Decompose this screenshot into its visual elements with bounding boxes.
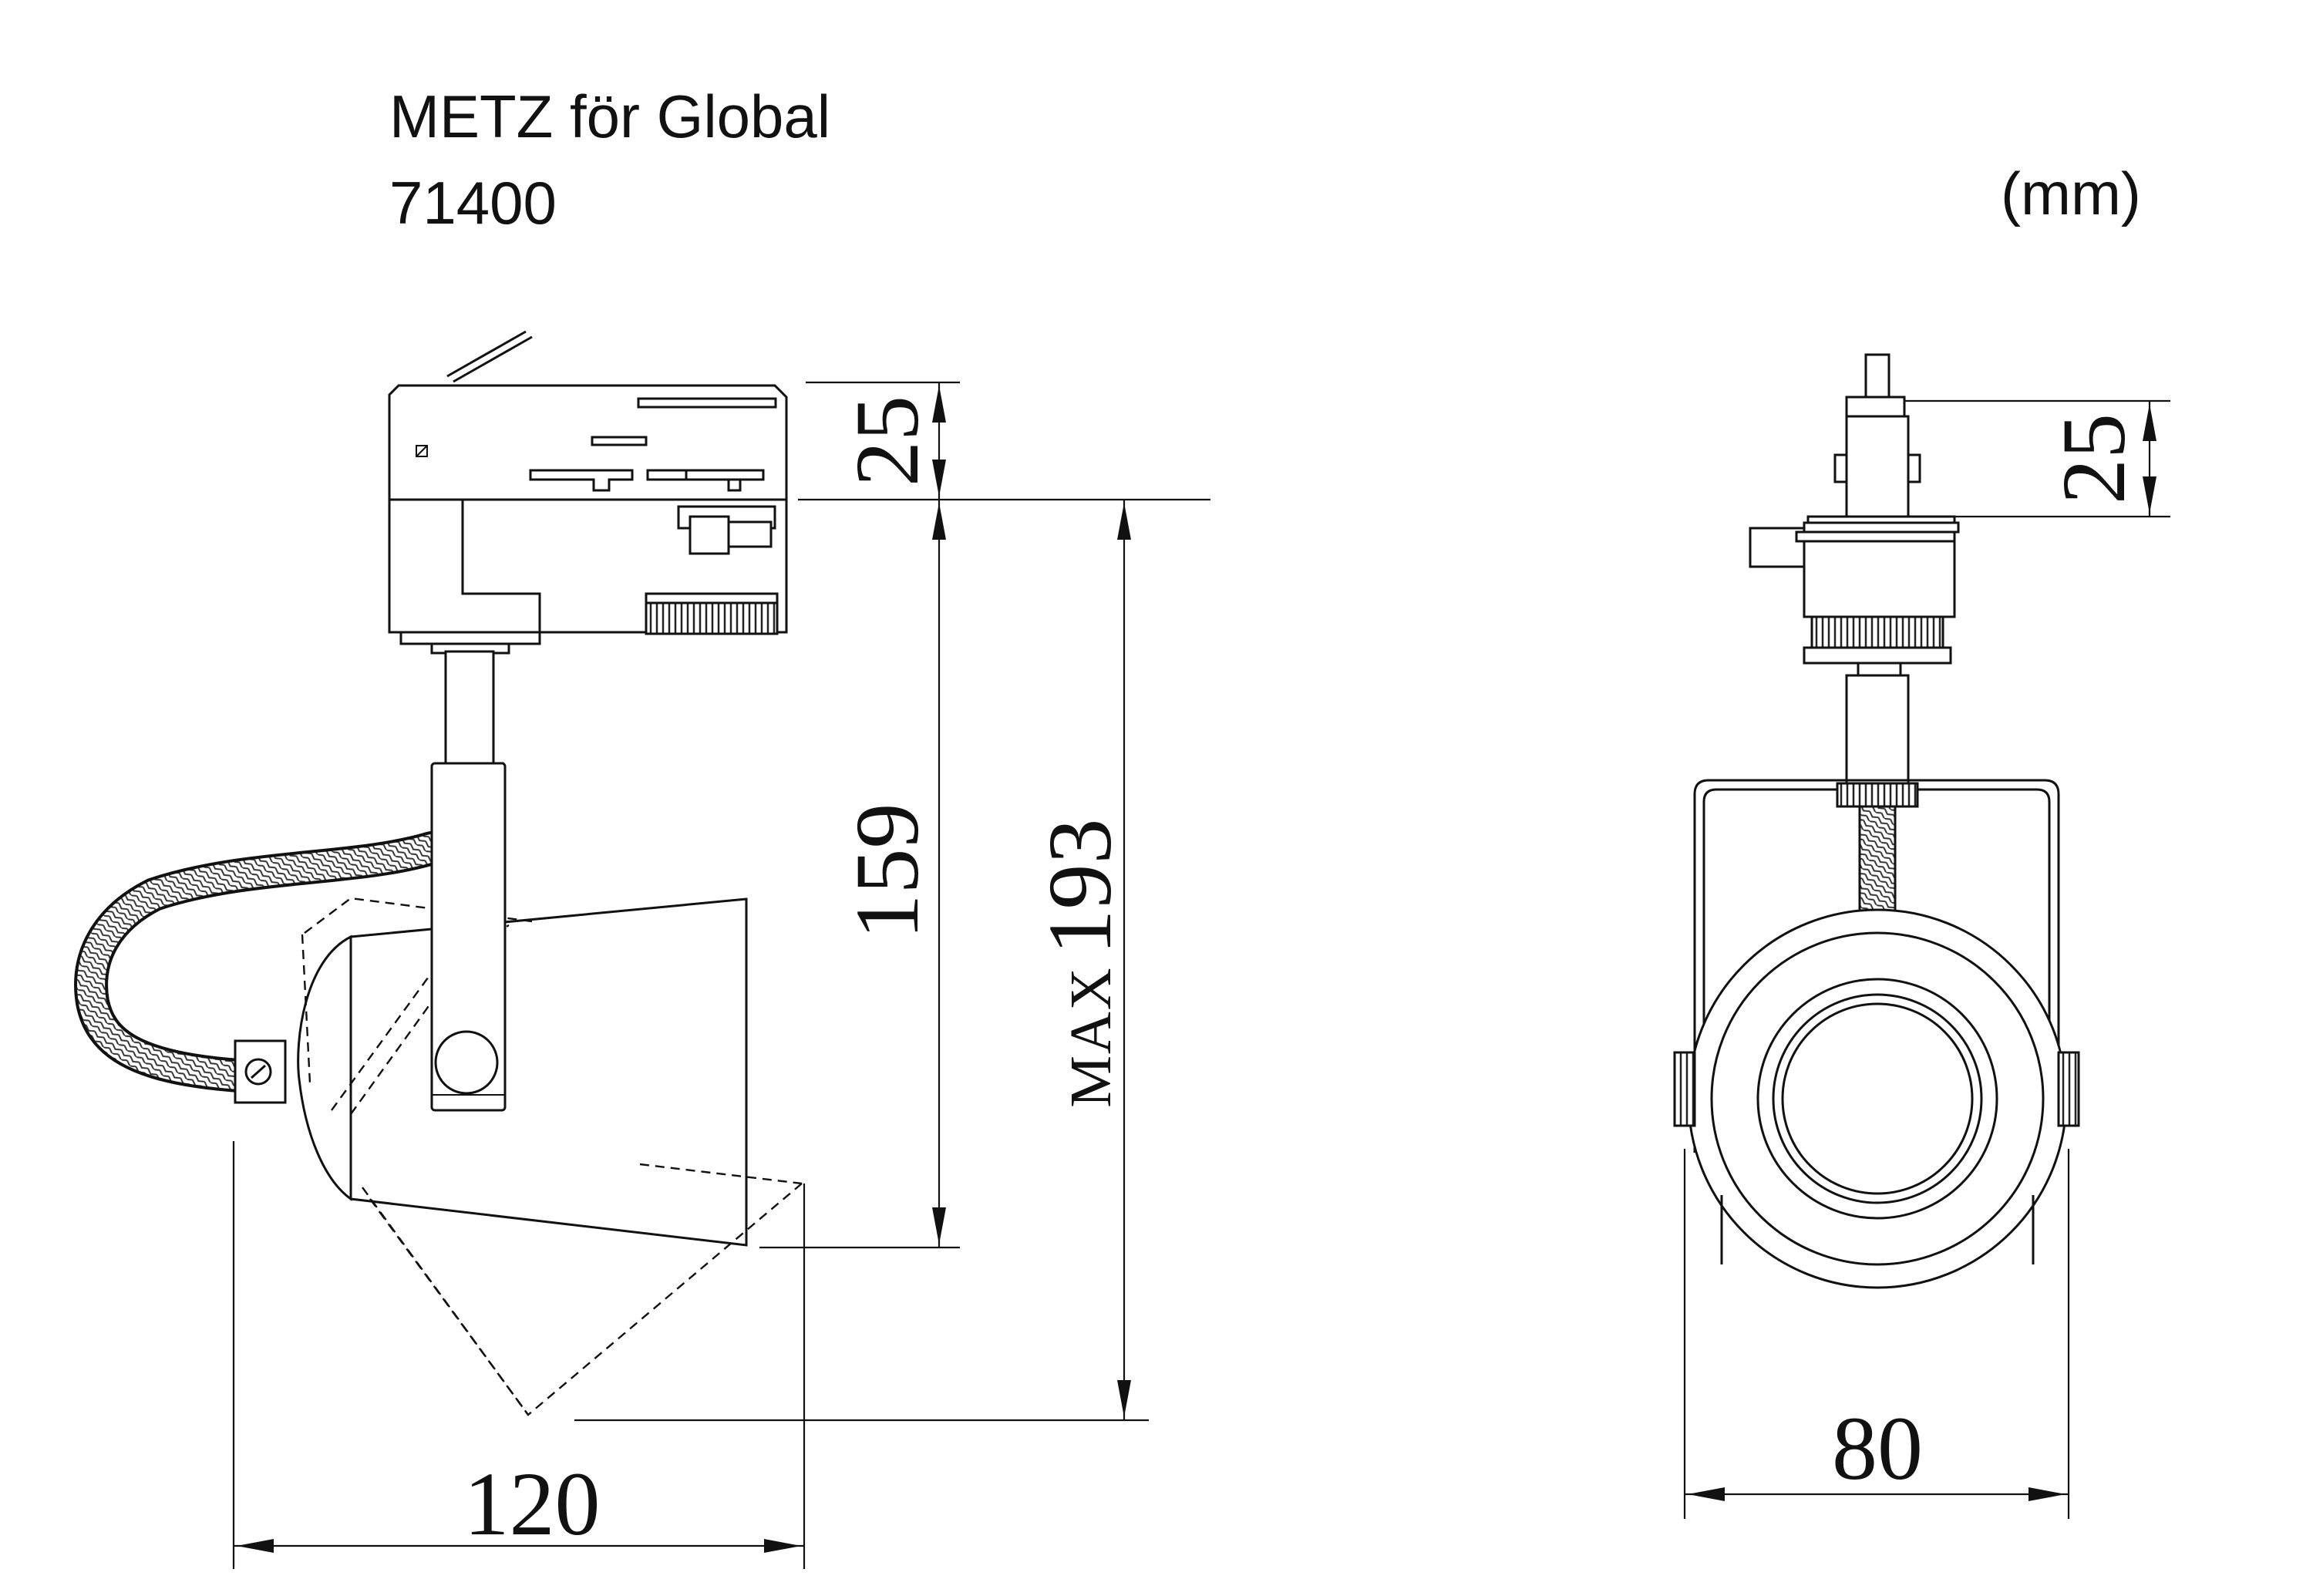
lamp-head bbox=[297, 897, 803, 1416]
dim-body-height bbox=[759, 500, 960, 1249]
left-knob-icon bbox=[1673, 1051, 1696, 1127]
tilt-knob-icon bbox=[434, 1030, 499, 1095]
dim-max-label: MAX bbox=[1059, 966, 1123, 1107]
dim-adapter-height bbox=[798, 381, 1210, 501]
unit-label: (mm) bbox=[2001, 160, 2141, 227]
dim-depth bbox=[232, 1141, 806, 1569]
drawing-title-block: METZ för Global 71400 bbox=[389, 73, 830, 246]
dim-body-height-label: 159 bbox=[837, 803, 938, 940]
front-view: 25 80 bbox=[1673, 353, 2170, 1519]
front-lamp-head bbox=[1687, 908, 2068, 1289]
product-line-title: METZ för Global bbox=[389, 82, 831, 150]
model-number: 71400 bbox=[389, 169, 557, 237]
front-cable bbox=[1836, 782, 1919, 924]
dim-front-adapter-height-label: 25 bbox=[2043, 413, 2144, 504]
front-track-adapter bbox=[1749, 353, 1960, 677]
stem bbox=[435, 650, 504, 780]
right-knob-icon bbox=[2057, 1051, 2080, 1127]
dim-depth-label: 120 bbox=[464, 1453, 601, 1554]
cable-gland bbox=[234, 1039, 287, 1104]
bracket-arm bbox=[430, 762, 507, 1112]
dim-adapter-height-label: 25 bbox=[837, 396, 938, 487]
dim-max-height bbox=[574, 500, 1149, 1422]
track-adapter bbox=[388, 330, 788, 655]
dim-front-adapter-height bbox=[1904, 399, 2170, 518]
marking-icon bbox=[416, 445, 428, 457]
braided-cable bbox=[74, 831, 449, 1093]
side-view: 25 159 MAX 193 120 bbox=[74, 330, 1210, 1569]
front-stem bbox=[1845, 674, 1910, 789]
dim-max-height-label: 193 bbox=[1029, 819, 1130, 955]
dim-width-label: 80 bbox=[1832, 1398, 1923, 1499]
dim-width bbox=[1683, 1149, 2070, 1519]
